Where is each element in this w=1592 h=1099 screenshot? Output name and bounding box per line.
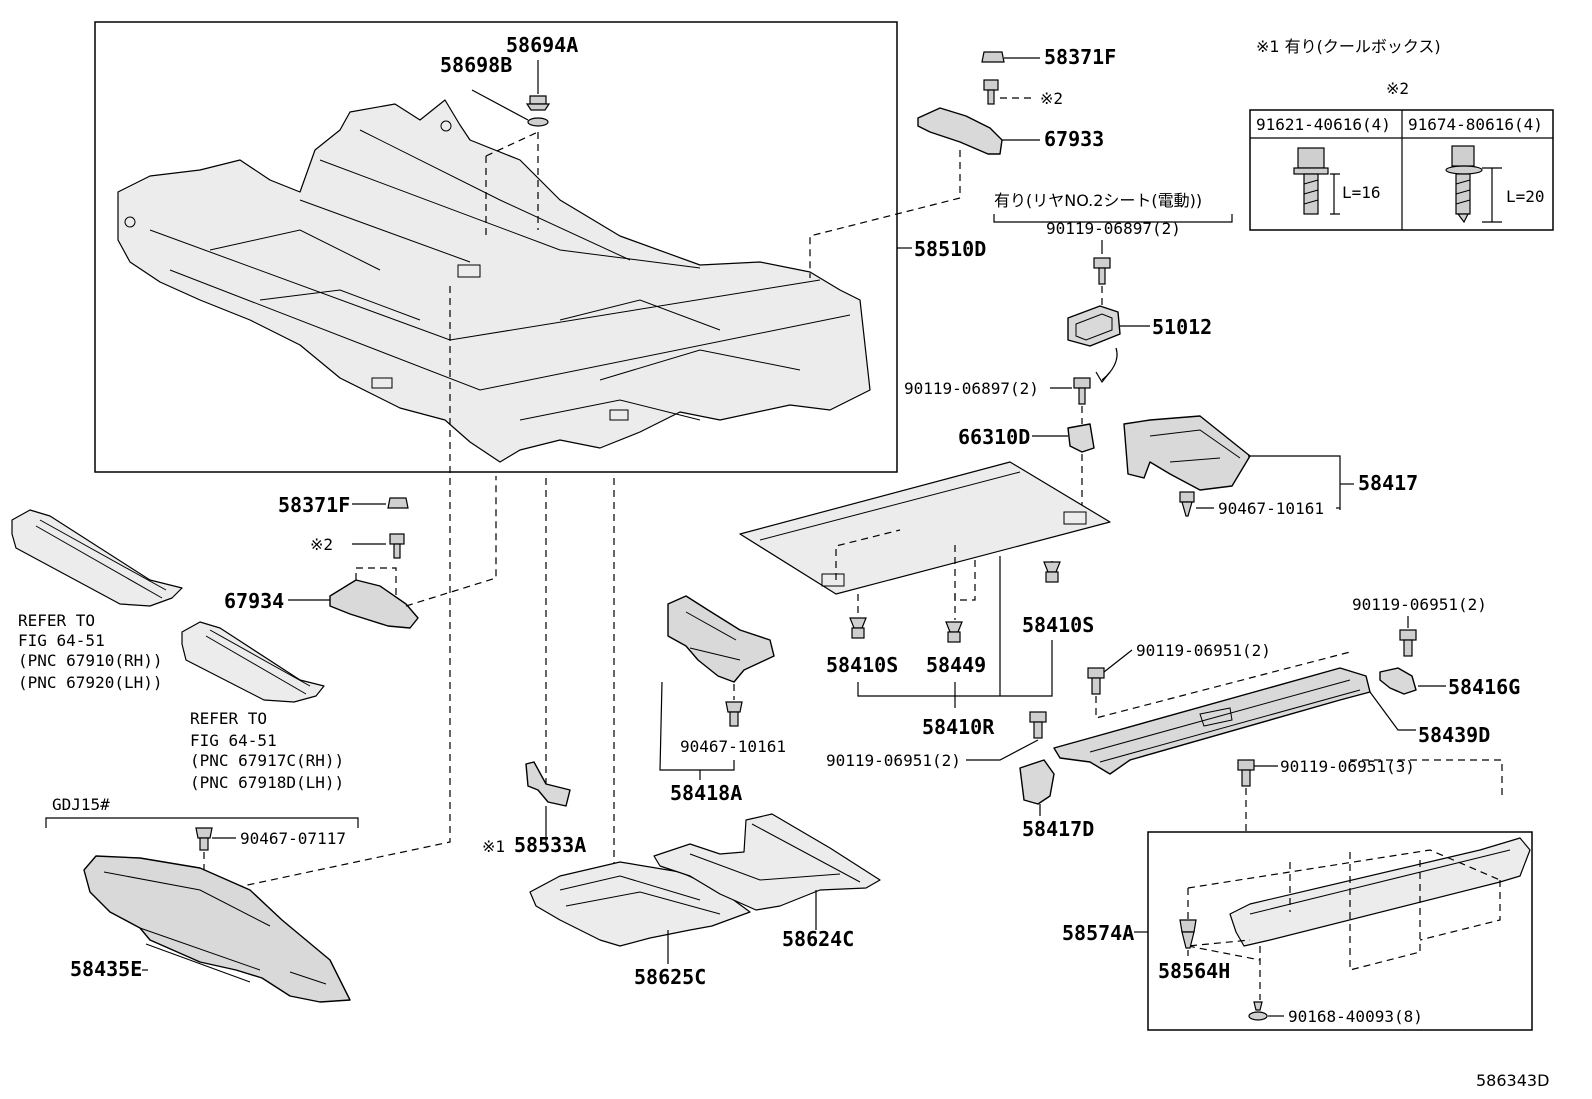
refer-1-line3: (PNC 67910(RH)): [18, 651, 163, 670]
label-58371F-top: 58371F: [1044, 45, 1116, 69]
scuff-plate-67917C[interactable]: [181, 621, 325, 703]
label-90119-06951-c: 90119-06951(2): [826, 751, 961, 770]
bracket-67933[interactable]: [917, 107, 1003, 155]
insulator-58625C[interactable]: [529, 861, 751, 947]
refer-1-line1: REFER TO: [18, 611, 95, 630]
label-mark2-left: ※2: [310, 535, 333, 554]
carpet-frame: [94, 21, 898, 473]
retainer-58694A[interactable]: [525, 95, 551, 111]
bolt-90119-06951-b[interactable]: [1399, 629, 1417, 657]
label-90119-06897-a: 90119-06897(2): [1046, 219, 1181, 238]
bolt-mark2-top[interactable]: [983, 79, 999, 105]
label-58439D: 58439D: [1418, 723, 1490, 747]
label-mark2-top: ※2: [1040, 89, 1063, 108]
scuff-plate-67910[interactable]: [11, 509, 183, 607]
refer-2-line4: (PNC 67918D(LH)): [190, 773, 344, 792]
bolt-90467-10161-b[interactable]: [725, 701, 743, 727]
bracket-58417D[interactable]: [1019, 759, 1055, 805]
refer-2-line3: (PNC 67917C(RH)): [190, 751, 344, 770]
table-col2: 91674-80616(4): [1408, 115, 1543, 134]
cover-frame: [1147, 831, 1533, 1031]
bracket-58416G[interactable]: [1379, 667, 1417, 695]
label-90119-06951-a: 90119-06951(2): [1136, 641, 1271, 660]
label-58694A: 58694A: [506, 33, 578, 57]
refer-1-line2: FIG 64-51: [18, 631, 105, 650]
clip-58410S-b[interactable]: [1043, 561, 1061, 583]
bolt-icon-91621: [1293, 147, 1329, 215]
refer-1-line4: (PNC 67920(LH)): [18, 673, 163, 692]
bolt-90119-06951-a[interactable]: [1087, 667, 1105, 695]
insulator-58435E[interactable]: [83, 855, 351, 1003]
bolt-mark2-left[interactable]: [389, 533, 405, 559]
label-58418A: 58418A: [670, 781, 742, 805]
step-cover-58574A[interactable]: [1229, 837, 1531, 947]
label-58410S-a: 58410S: [826, 653, 898, 677]
label-90119-06951-d: 90119-06951(3): [1280, 757, 1415, 776]
floor-carpet-58510D[interactable]: [117, 99, 871, 463]
length-a: L=16: [1342, 183, 1381, 202]
bolt-icon-91674: [1445, 145, 1483, 224]
bolt-90467-10161-a[interactable]: [1179, 491, 1195, 517]
rear-seat-note: 有り(リヤNO.2シート(電動)): [994, 191, 1202, 210]
table-col1: 91621-40616(4): [1256, 115, 1391, 134]
bracket-67934[interactable]: [329, 579, 419, 629]
label-90467-07117: 90467-07117: [240, 829, 346, 848]
insulator-58624C[interactable]: [653, 813, 881, 911]
label-67934: 67934: [224, 589, 284, 613]
clip-58410S-a[interactable]: [849, 617, 867, 639]
label-58698B: 58698B: [440, 53, 512, 77]
label-90467-10161-b: 90467-10161: [680, 737, 786, 756]
washer-58698B[interactable]: [527, 117, 549, 127]
cool-box-note: ※1 有り(クールボックス): [1256, 37, 1441, 56]
bolt-90119-06951-c[interactable]: [1029, 711, 1047, 739]
clip-58564H[interactable]: [1179, 919, 1197, 949]
label-58564H: 58564H: [1158, 959, 1230, 983]
floor-panel-58410R[interactable]: [739, 461, 1111, 595]
cap-58371F-left[interactable]: [387, 497, 409, 509]
refer-2-line2: FIG 64-51: [190, 731, 277, 750]
label-90467-10161-a: 90467-10161: [1218, 499, 1324, 518]
bolt-90119-06897-a[interactable]: [1093, 257, 1111, 285]
label-58449: 58449: [926, 653, 986, 677]
label-58410R: 58410R: [922, 715, 995, 739]
label-58416G: 58416G: [1448, 675, 1520, 699]
bracket-66310D[interactable]: [1067, 423, 1095, 453]
label-58435E: 58435E: [70, 957, 142, 981]
cover-58417[interactable]: [1123, 415, 1251, 491]
label-58574A: 58574A: [1062, 921, 1134, 945]
bolt-90467-07117[interactable]: [195, 827, 213, 851]
label-58533A: 58533A: [514, 833, 586, 857]
label-66310D: 66310D: [958, 425, 1030, 449]
refer-2-line1: REFER TO: [190, 709, 267, 728]
bracket-58533A[interactable]: [525, 761, 571, 807]
label-90168-40093: 90168-40093(8): [1288, 1007, 1423, 1026]
clip-58449[interactable]: [945, 621, 963, 643]
label-90119-06897-b: 90119-06897(2): [904, 379, 1039, 398]
label-67933: 67933: [1044, 127, 1104, 151]
label-58625C: 58625C: [634, 965, 706, 989]
bolt-90119-06897-b[interactable]: [1073, 377, 1091, 405]
mark1-58533A: ※1: [482, 837, 505, 856]
label-58410S-b: 58410S: [1022, 613, 1094, 637]
label-51012: 51012: [1152, 315, 1212, 339]
label-58510D: 58510D: [914, 237, 986, 261]
gdj-note: GDJ15#: [52, 795, 110, 814]
bracket-58418A[interactable]: [667, 595, 775, 683]
table-mark: ※2: [1386, 79, 1409, 98]
figure-id: 586343D: [1476, 1071, 1549, 1090]
label-58624C: 58624C: [782, 927, 854, 951]
label-90119-06951-b: 90119-06951(2): [1352, 595, 1487, 614]
length-b: L=20: [1506, 187, 1545, 206]
label-58417: 58417: [1358, 471, 1418, 495]
rail-58439D[interactable]: [1053, 667, 1371, 775]
label-58417D: 58417D: [1022, 817, 1094, 841]
bolt-90119-06951-d[interactable]: [1237, 759, 1255, 787]
screw-90168-40093[interactable]: [1248, 1001, 1268, 1021]
cap-58371F-top[interactable]: [981, 51, 1005, 63]
label-58371F-left: 58371F: [278, 493, 350, 517]
